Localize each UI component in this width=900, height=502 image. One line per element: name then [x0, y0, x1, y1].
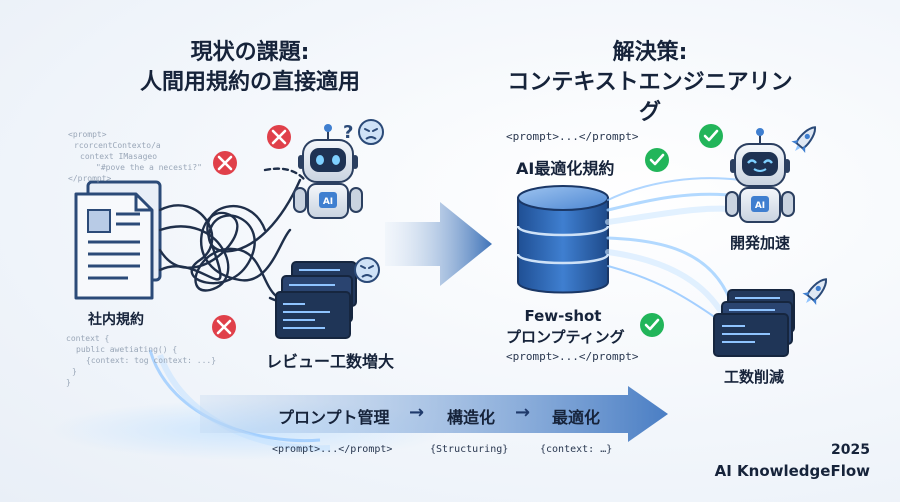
left-title-line1: 現状の課題: [190, 40, 310, 65]
frustrated-face-icon-1 [358, 119, 384, 145]
glowing-streams [605, 177, 748, 319]
svg-text:AI: AI [323, 197, 333, 207]
svg-text:AI: AI [755, 201, 765, 211]
transition-arrow [385, 202, 492, 286]
code-line: } [72, 367, 77, 376]
check-icon-2 [645, 148, 669, 172]
document-icon [74, 180, 162, 300]
prompt-tag-bottom: <prompt>...</prompt> [506, 350, 639, 363]
fewshot-line1: Few-shot [524, 307, 602, 325]
question-mark-icon: ? [343, 122, 353, 143]
error-x-icon-1 [267, 125, 291, 149]
flow-arrow-1: → [409, 402, 425, 423]
flow-step-optimization: 最適化 [552, 408, 601, 427]
internal-rules-label: 社内規約 [88, 312, 144, 328]
effort-reduction-label: 工数削減 [724, 368, 785, 386]
rocket-icon-2 [802, 278, 828, 305]
flow-step-structuring: 構造化 [447, 408, 496, 427]
flow-code-1: <prompt>...</prompt> [272, 444, 393, 455]
code-line: <prompt> [68, 130, 107, 139]
happy-robot-icon: AI [725, 128, 795, 223]
code-line: </prompt> [68, 174, 112, 183]
database-icon [516, 185, 610, 294]
process-flow-arrow [200, 386, 668, 442]
tangled-process-lines [158, 167, 307, 305]
confused-robot-icon: AI [293, 124, 363, 219]
error-x-icon-3 [212, 315, 236, 339]
fewshot-label: Few-shot プロンプティング [506, 306, 625, 348]
code-line: rcorcentContexto/a [74, 141, 161, 150]
footer-year: 2025 [831, 442, 870, 458]
flow-code-2: {Structuring} [430, 444, 509, 455]
left-title-line2: 人間用規約の直接適用 [139, 70, 360, 95]
flow-arrow-2: → [515, 402, 531, 423]
flow-step-prompt-management: プロンプト管理 [278, 408, 390, 427]
code-line: } [66, 378, 71, 387]
code-line: context { [66, 334, 110, 343]
code-windows-icon [275, 261, 357, 339]
rocket-icon-1 [791, 126, 817, 153]
error-x-icon-2 [213, 151, 237, 175]
right-title-line1: 解決策: [612, 40, 688, 65]
code-line: "#pove the a necesti?" [96, 163, 202, 172]
frustrated-face-icon-2 [354, 257, 380, 283]
code-windows-icon-right [713, 289, 795, 357]
footer-brand: AI KnowledgeFlow [714, 462, 870, 480]
right-title-line2: コンテキストエンジニアリング [507, 70, 793, 125]
prompt-tag-top: <prompt>...</prompt> [506, 130, 639, 143]
code-snippet-top: <prompt> rcorcentContexto/a context IMas… [68, 129, 202, 184]
check-icon-1 [699, 124, 723, 148]
left-title: 現状の課題: 人間用規約の直接適用 [100, 38, 400, 98]
check-icon-3 [640, 313, 664, 337]
ai-optimized-rules-label: AI最適化規約 [516, 159, 615, 178]
code-line: context IMasageo [80, 152, 158, 161]
dev-acceleration-label: 開発加速 [730, 234, 791, 252]
review-effort-label: レビュー工数増大 [266, 352, 395, 371]
right-title: 解決策: コンテキストエンジニアリング [500, 38, 800, 128]
code-line: public awetiating() { [76, 345, 178, 354]
code-snippet-bottom: context { public awetiating() { {context… [66, 333, 216, 388]
flow-code-3: {context: …} [540, 444, 613, 455]
code-line: {context: tog context: ...} [86, 356, 217, 365]
fewshot-line2: プロンプティング [506, 328, 625, 346]
